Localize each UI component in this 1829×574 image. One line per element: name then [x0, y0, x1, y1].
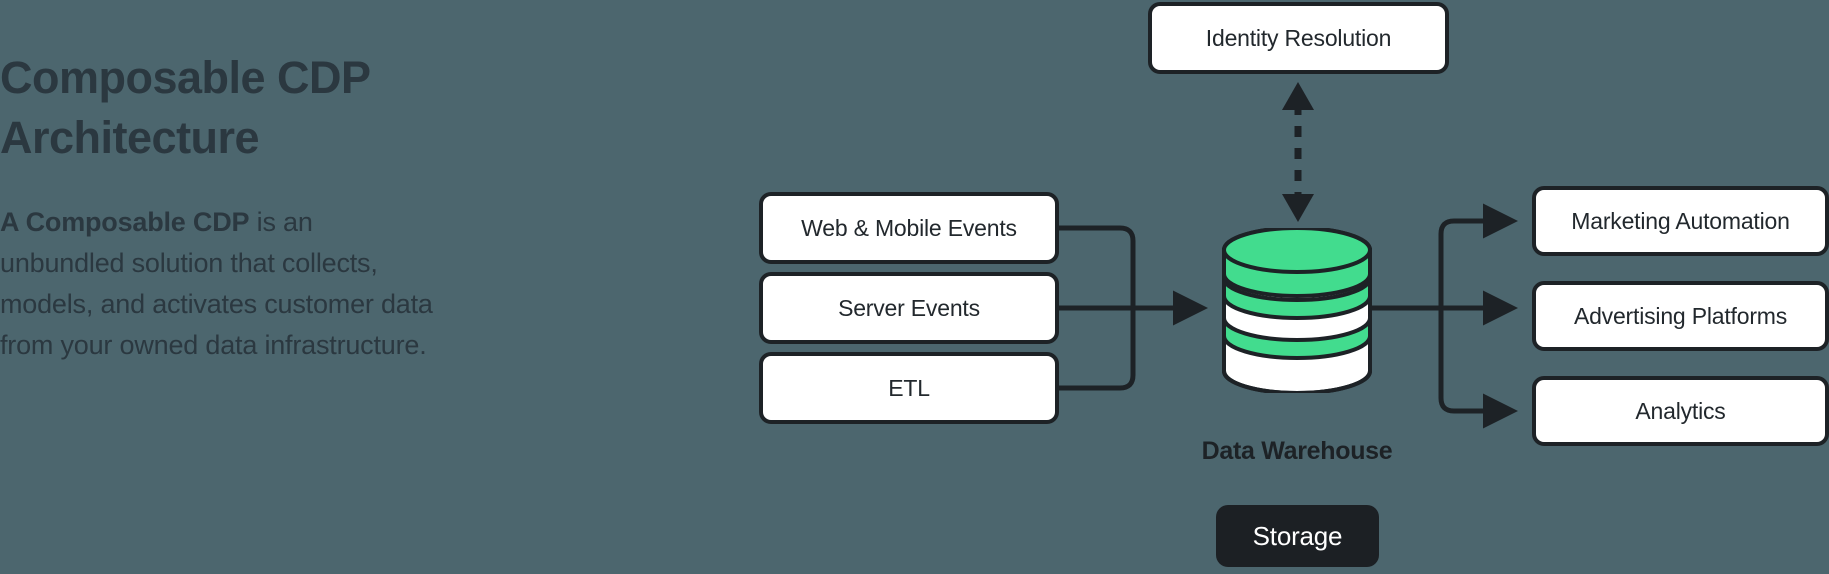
arrowhead-down-icon [1282, 194, 1314, 222]
wire-trunk-to-analytics [1438, 308, 1518, 429]
node-etl-label: ETL [888, 374, 930, 401]
node-marketing-automation-label: Marketing Automation [1571, 207, 1790, 234]
node-identity-resolution-label: Identity Resolution [1205, 24, 1392, 51]
node-server-events-label: Server Events [838, 294, 980, 321]
node-identity-resolution[interactable]: Identity Resolution [1148, 2, 1449, 74]
node-marketing-automation[interactable]: Marketing Automation [1532, 186, 1829, 256]
wire-etl-to-trunk [1059, 308, 1136, 391]
node-web-mobile-events-label: Web & Mobile Events [801, 214, 1017, 241]
arrowhead-up-icon [1282, 82, 1314, 110]
node-advertising-platforms-label: Advertising Platforms [1573, 302, 1788, 329]
wire-trunk-to-marketing [1438, 203, 1518, 308]
copy-block: Composable CDP Architecture A Composable… [0, 48, 440, 366]
node-web-mobile-events[interactable]: Web & Mobile Events [759, 192, 1059, 264]
node-analytics[interactable]: Analytics [1532, 376, 1829, 446]
wire-identity-arrowheads [1282, 82, 1314, 222]
data-warehouse-label: Data Warehouse [1201, 437, 1393, 465]
storage-badge[interactable]: Storage [1216, 505, 1379, 567]
storage-badge-label: Storage [1252, 520, 1343, 551]
node-analytics-label: Analytics [1635, 397, 1726, 424]
page-title: Composable CDP Architecture [0, 52, 371, 163]
node-advertising-platforms[interactable]: Advertising Platforms [1532, 281, 1829, 351]
node-server-events[interactable]: Server Events [759, 272, 1059, 344]
wire-web-to-trunk [1059, 225, 1136, 308]
description-lead: A Composable CDP [0, 206, 250, 237]
data-warehouse-cylinder-icon [1222, 228, 1372, 393]
node-etl[interactable]: ETL [759, 352, 1059, 424]
description-rest: is an unbundled solution that collects, … [0, 206, 433, 360]
description-paragraph: A Composable CDP is an unbundled solutio… [0, 202, 440, 366]
